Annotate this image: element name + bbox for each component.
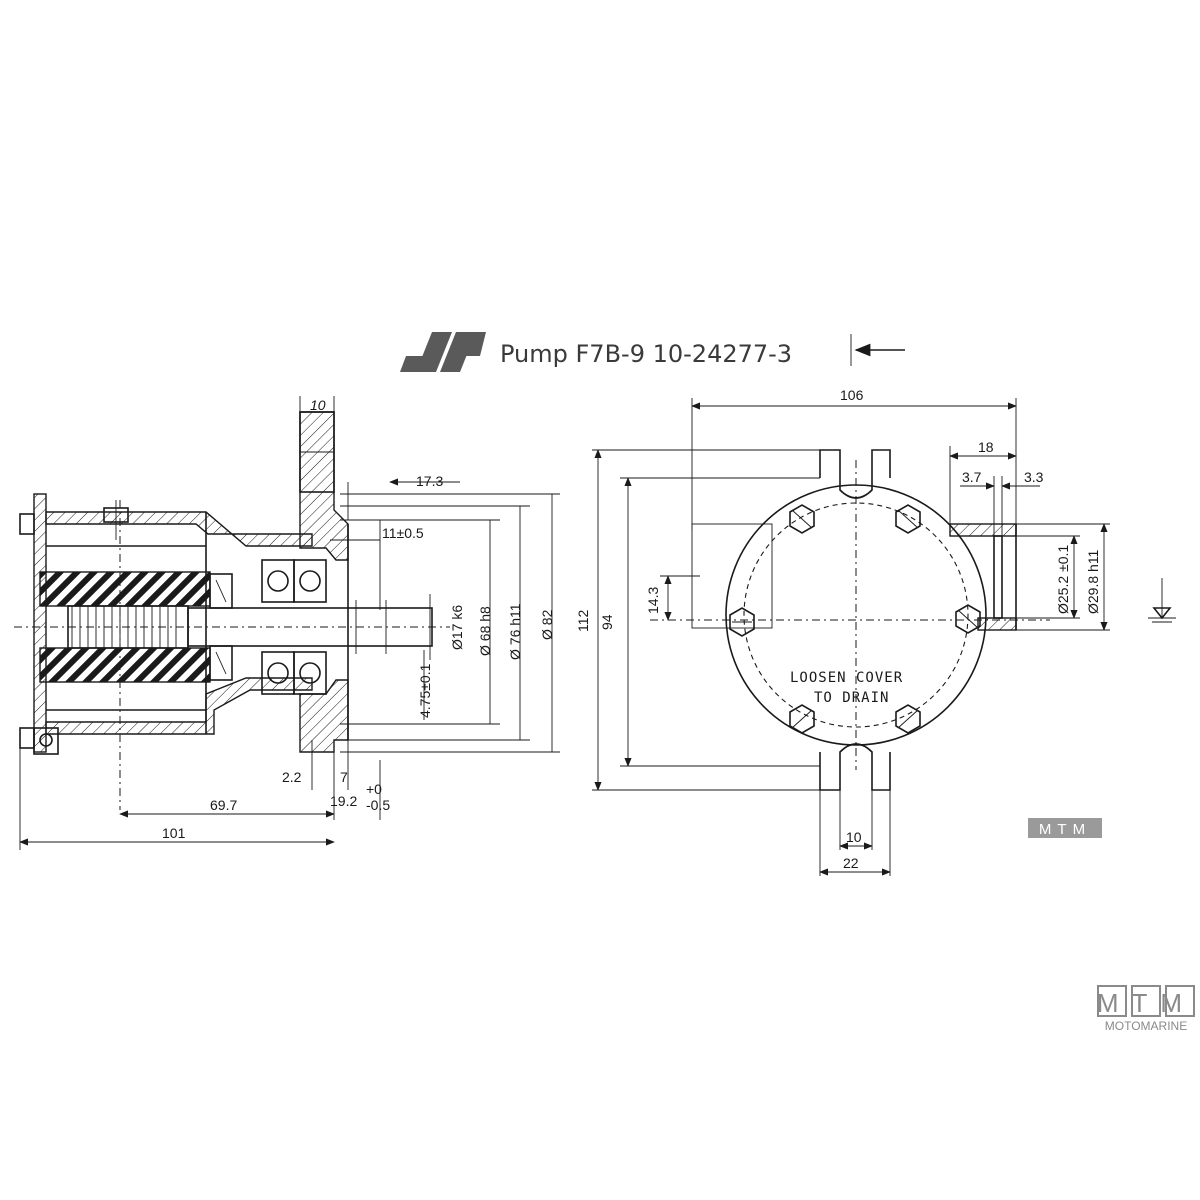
dim-18: 18 xyxy=(978,439,994,455)
dim-10-bottom: 10 xyxy=(846,829,862,845)
drain-note-line1: LOOSEN COVER xyxy=(790,670,903,686)
dim-69-7: 69.7 xyxy=(210,797,237,813)
dim-17-3: 17.3 xyxy=(416,473,443,489)
drawing-title: Pump F7B-9 10-24277-3 xyxy=(500,340,792,368)
front-dimensions: 106 18 3.7 3.3 112 94 14.3 Ø25.2 ±0.1 xyxy=(575,387,1176,876)
bolt-icon xyxy=(729,607,755,637)
bolt-icon xyxy=(789,504,815,534)
dim-94: 94 xyxy=(599,614,615,630)
dim-10-top: 10 xyxy=(310,397,326,413)
side-section-view xyxy=(14,411,450,810)
dim-3-3: 3.3 xyxy=(1024,469,1044,485)
dim-2-2: 2.2 xyxy=(282,769,302,785)
watermark-small-text: MTM xyxy=(1039,821,1091,838)
dim-11: 11±0.5 xyxy=(382,525,424,541)
dim-101: 101 xyxy=(162,825,186,841)
watermark-small: MTM xyxy=(1028,818,1102,838)
dim-106: 106 xyxy=(840,387,864,403)
dim-4-75: 4.75±0.1 xyxy=(417,663,433,718)
brand-name: MOTOMARINE xyxy=(1105,1019,1187,1033)
dim-dia-29-8: Ø29.8 h11 xyxy=(1085,549,1101,614)
dim-19-2: 19.2 xyxy=(330,793,357,809)
dim-dia-17-k6: Ø17 k6 xyxy=(449,605,465,650)
section-marker xyxy=(850,334,905,366)
brand-logo-icon xyxy=(400,332,486,372)
dim-22: 22 xyxy=(843,855,859,871)
bolt-icon xyxy=(955,604,981,634)
drain-note-line2: TO DRAIN xyxy=(814,690,889,706)
side-dimensions: 10 17.3 11±0.5 Ø17 k6 Ø 68 h8 Ø 76 h11 Ø… xyxy=(19,396,560,850)
brand-letters: MTM xyxy=(1097,988,1195,1018)
dim-14-3: 14.3 xyxy=(645,587,661,614)
dim-dia-76-h11: Ø 76 h11 xyxy=(507,603,523,660)
dim-7: 7 xyxy=(340,769,348,785)
bolt-icon xyxy=(895,504,921,534)
dim-tol-plus: +0 xyxy=(366,781,382,797)
bolt-icon xyxy=(789,704,815,734)
dim-dia-68-h8: Ø 68 h8 xyxy=(477,606,493,656)
front-view: LOOSEN COVER TO DRAIN xyxy=(650,449,1050,791)
dim-dia-82: Ø 82 xyxy=(539,609,555,640)
dim-112: 112 xyxy=(575,609,591,632)
brand-mark: MTM MOTOMARINE xyxy=(1097,985,1195,1033)
dim-3-7: 3.7 xyxy=(962,469,982,485)
bolt-icon xyxy=(895,704,921,734)
dim-tol-minus: -0.5 xyxy=(366,797,390,813)
dim-dia-25-2: Ø25.2 ±0.1 xyxy=(1055,545,1071,614)
